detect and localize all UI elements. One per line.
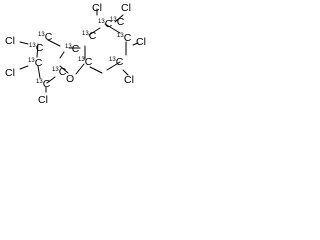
bond xyxy=(132,42,139,46)
c13-atom-bottom-junction: 13C xyxy=(52,66,67,78)
bond xyxy=(88,27,101,36)
c13-atom-center: 13C xyxy=(78,56,93,68)
chlorine-atom-bottom-right: Cl xyxy=(124,74,134,86)
bond xyxy=(89,66,103,74)
c13-atom-right: 13C xyxy=(117,32,132,44)
c13-atom-bottom-left: 13C xyxy=(36,78,51,90)
c13-atom-top: 13C xyxy=(98,18,113,30)
bond xyxy=(19,41,29,45)
bond xyxy=(104,23,121,34)
oxygen-atom: O xyxy=(66,73,74,85)
chlorine-atom-left-lower: Cl xyxy=(5,67,15,79)
bond xyxy=(19,65,29,70)
bond xyxy=(37,65,41,79)
chlorine-atom-bottom-left: Cl xyxy=(38,94,48,106)
chlorine-atom-left-upper: Cl xyxy=(5,35,15,47)
c13-atom-left-lower: 13C xyxy=(28,57,43,69)
c13-atom-upper-mid: 13C xyxy=(82,30,97,42)
bond xyxy=(75,63,85,75)
chlorine-atom-top-right: Cl xyxy=(121,2,131,14)
bond xyxy=(122,69,129,76)
bond xyxy=(36,43,39,58)
bond xyxy=(59,65,69,74)
chlorine-atom-right: Cl xyxy=(136,36,146,48)
c13-atom-junction: 13C xyxy=(65,43,80,55)
bond xyxy=(47,39,61,47)
c13-atom-right-lower: 13C xyxy=(109,56,124,68)
chlorine-atom-top-left: Cl xyxy=(92,2,102,14)
bonds xyxy=(19,8,139,93)
bond xyxy=(114,14,124,23)
c13-atom-left-upper: 13C xyxy=(29,42,44,54)
bond xyxy=(46,76,56,84)
bond xyxy=(106,61,121,71)
c13-atom-left-top: 13C xyxy=(38,31,53,43)
c13-atom-top-right: 13C xyxy=(110,16,125,28)
bond xyxy=(59,51,65,59)
structural-formula: 13C 13C 13C 13C 13C 13C 13C 13C 13C 13C … xyxy=(5,2,146,106)
atom-labels: 13C 13C 13C 13C 13C 13C 13C 13C 13C 13C … xyxy=(5,2,146,106)
